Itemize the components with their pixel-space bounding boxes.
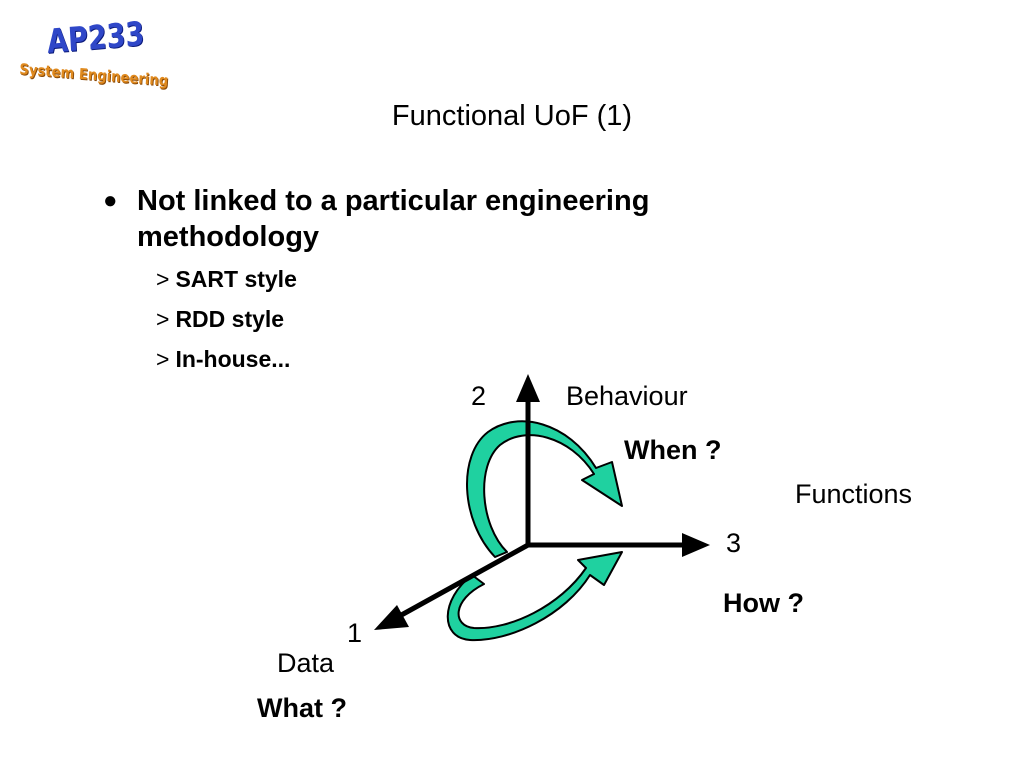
axis-up-question: When ? xyxy=(624,435,722,465)
sub-item-label: RDD style xyxy=(175,306,285,332)
sub-item-label: SART style xyxy=(175,266,297,292)
sub-item-label: In-house... xyxy=(175,346,291,372)
axis-up-label: Behaviour xyxy=(566,381,688,411)
axis-right-label: Functions xyxy=(795,479,913,509)
curved-arrow-upper xyxy=(466,420,623,558)
axis-up-arrowhead xyxy=(516,374,540,402)
axis-down-question: What ? xyxy=(257,693,347,723)
sub-item-marker: > xyxy=(156,266,170,292)
axis-down-line xyxy=(394,542,530,621)
sub-item-sart: >SART style xyxy=(156,264,297,294)
bullet-dot-icon: ● xyxy=(103,187,118,214)
axis-down-label: Data xyxy=(277,648,335,678)
sub-item-inhouse: >In-house... xyxy=(156,344,290,374)
axis-up-number: 2 xyxy=(471,381,487,411)
axis-right-number: 3 xyxy=(726,528,742,558)
axis-down-arrowhead xyxy=(374,605,409,630)
axis-down-number: 1 xyxy=(347,618,363,648)
sub-item-rdd: >RDD style xyxy=(156,304,284,334)
slide-title: Functional UoF (1) xyxy=(391,100,633,132)
curved-arrow-lower xyxy=(446,551,623,642)
bullet-text: Not linked to a particular engineering m… xyxy=(137,185,650,253)
axis-right-question: How ? xyxy=(723,588,804,618)
axis-right-arrowhead xyxy=(682,533,710,557)
sub-item-marker: > xyxy=(156,346,170,372)
sub-item-marker: > xyxy=(156,306,170,332)
